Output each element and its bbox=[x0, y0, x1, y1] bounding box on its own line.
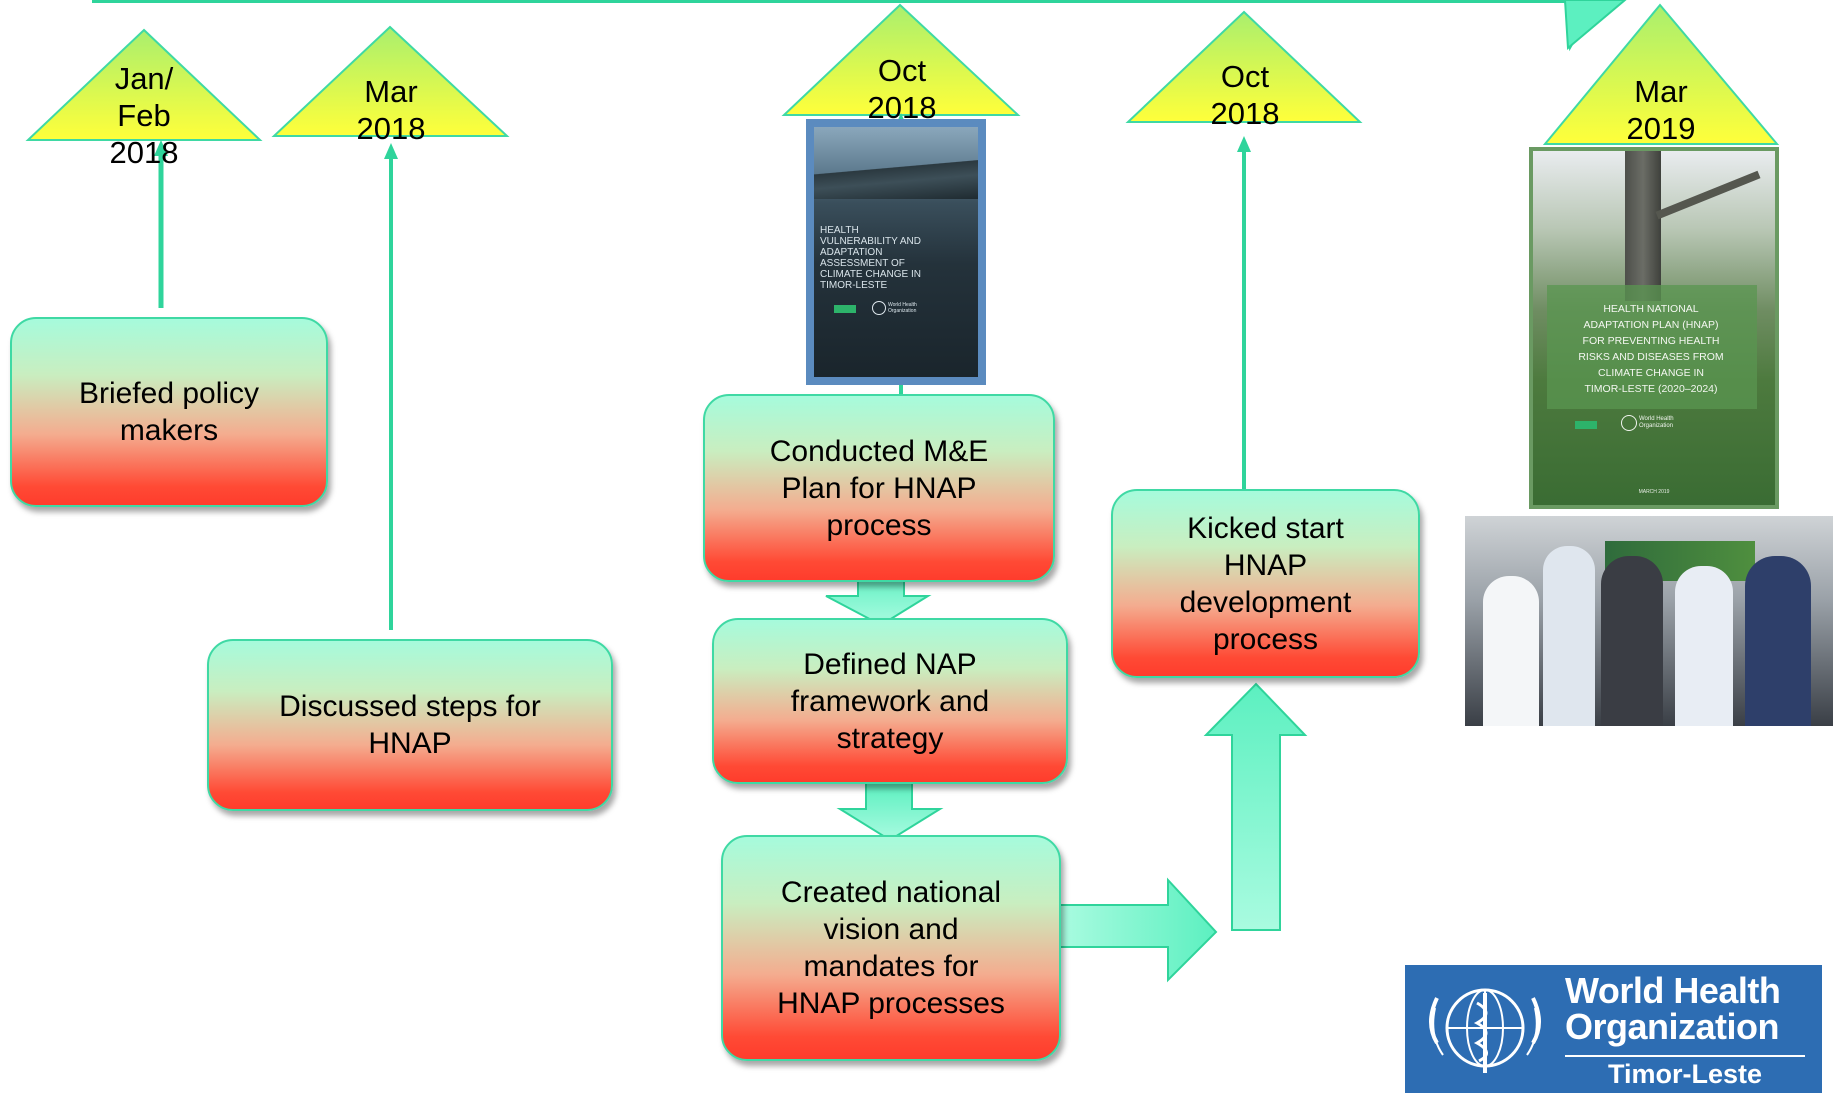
step-label: Conducted M&E Plan for HNAP process bbox=[769, 434, 989, 542]
who-country: Timor-Leste bbox=[1607, 1059, 1763, 1089]
cover-org: World Health Organization bbox=[888, 302, 917, 314]
person-2 bbox=[1543, 546, 1595, 726]
date-label-mar-2018: Mar 2018 bbox=[356, 74, 426, 146]
cover-title: Health vulnerability and adaptation asse… bbox=[820, 225, 921, 291]
step-briefed-policy-makers: Briefed policy makers bbox=[10, 317, 328, 507]
person-1 bbox=[1483, 576, 1539, 726]
cover-title-panel bbox=[1547, 285, 1757, 409]
report-cover-hnap: Health national adaptation plan (HNAP) f… bbox=[1529, 147, 1779, 509]
date-triangle-oct-2018-b bbox=[1125, 10, 1363, 123]
connector-briefed-head bbox=[154, 140, 168, 156]
step-label: Created national vision and mandates for… bbox=[777, 876, 1005, 1020]
group-photo bbox=[1465, 516, 1833, 726]
who-emblem-small bbox=[872, 301, 886, 315]
step-label: Defined NAP framework and strategy bbox=[790, 647, 990, 755]
cover-tree-branch bbox=[1655, 170, 1761, 220]
cover-mountain bbox=[814, 153, 978, 199]
who-emblem-icon bbox=[1429, 988, 1541, 1073]
who-emblem-small bbox=[1621, 415, 1637, 431]
timeline-arrowhead bbox=[1563, 0, 1627, 51]
date-triangle-mar-2018 bbox=[271, 25, 510, 137]
date-triangle-jan-feb-2018 bbox=[25, 28, 263, 141]
cover-partner-badge bbox=[834, 305, 856, 313]
step-defined-nap-framework: Defined NAP framework and strategy bbox=[712, 618, 1068, 784]
who-name: World Health Organization bbox=[1565, 970, 1781, 1047]
cover-org: World Health Organization bbox=[1639, 416, 1674, 429]
who-divider bbox=[1565, 1055, 1805, 1057]
arrow-up-to-kicked bbox=[1203, 682, 1308, 931]
date-label-jan-feb-2018: Jan/ Feb 2018 bbox=[109, 61, 179, 170]
step-discussed-steps: Discussed steps for HNAP bbox=[207, 639, 613, 811]
arrow-created-to-kicked bbox=[1059, 877, 1218, 983]
connector-kicked-head bbox=[1237, 136, 1251, 152]
report-cover-vulnerability-assessment: Health vulnerability and adaptation asse… bbox=[806, 119, 986, 385]
cover-date: March 2019 bbox=[1638, 489, 1670, 495]
person-4 bbox=[1675, 566, 1733, 726]
who-timor-leste-logo: World Health Organization Timor-Leste bbox=[1405, 965, 1822, 1093]
cover-tree-trunk bbox=[1625, 151, 1661, 301]
date-triangle-mar-2019 bbox=[1542, 3, 1780, 145]
person-5 bbox=[1745, 556, 1811, 726]
cover-partner-badge bbox=[1575, 421, 1597, 429]
step-conducted-me-plan: Conducted M&E Plan for HNAP process bbox=[703, 394, 1055, 582]
date-label-oct-2018-b: Oct 2018 bbox=[1210, 59, 1280, 131]
step-kicked-start-hnap: Kicked start HNAP development process bbox=[1111, 489, 1420, 678]
connector-discussed-head bbox=[384, 143, 398, 159]
step-label: Kicked start HNAP development process bbox=[1179, 511, 1352, 656]
step-created-national-vision: Created national vision and mandates for… bbox=[721, 835, 1061, 1061]
timeline-arrow bbox=[92, 0, 1599, 52]
step-label: Briefed policy makers bbox=[78, 377, 260, 447]
date-label-mar-2019: Mar 2019 bbox=[1626, 74, 1696, 146]
cover-title: Health national adaptation plan (HNAP) f… bbox=[1578, 303, 1724, 395]
step-label: Discussed steps for HNAP bbox=[279, 690, 541, 760]
arrow-defined-to-created bbox=[836, 782, 944, 842]
person-3 bbox=[1601, 556, 1663, 726]
date-label-oct-2018-a: Oct 2018 bbox=[867, 53, 937, 125]
